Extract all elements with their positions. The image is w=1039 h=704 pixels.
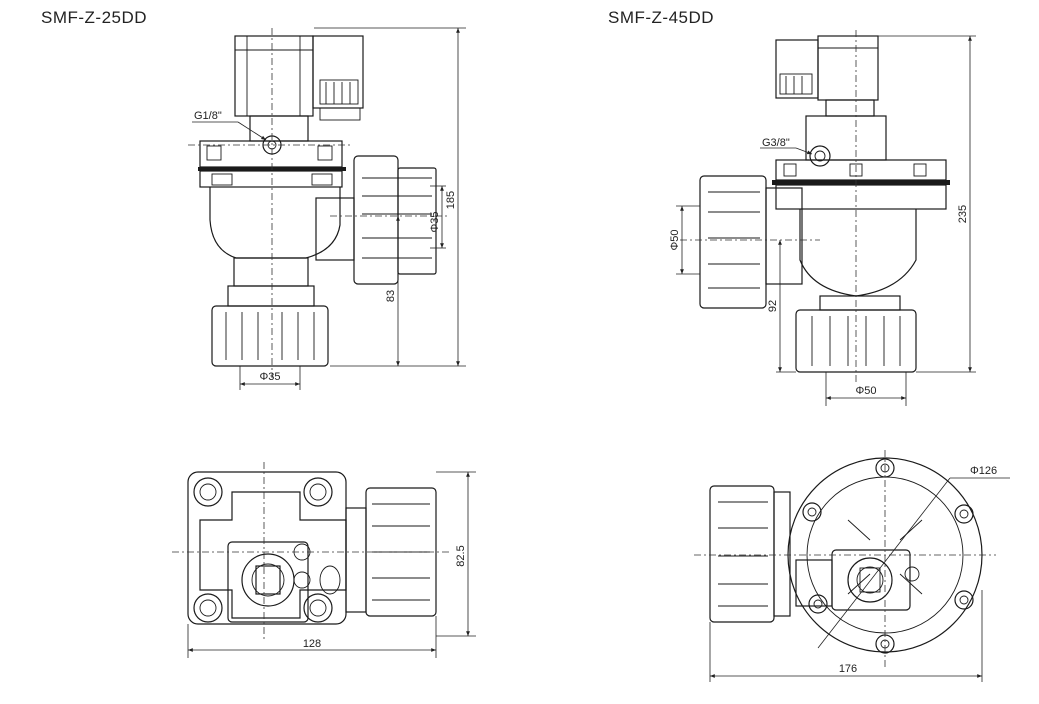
inlet-dia-label-45: Φ50: [855, 385, 876, 397]
outlet-height-label-25: 83: [385, 290, 397, 302]
model-title-25dd: SMF-Z-25DD: [41, 8, 148, 27]
height-label-25: 185: [445, 191, 457, 209]
valve-25dd-front-view: [188, 27, 466, 390]
top-width-label-25: 82.5: [455, 545, 467, 566]
top-length-label-45: 176: [839, 663, 857, 675]
model-title-45dd: SMF-Z-45DD: [608, 8, 715, 27]
valve-25dd-top-view: [172, 462, 476, 658]
height-label-45: 235: [957, 205, 969, 223]
outlet-height-label-45: 92: [767, 300, 779, 312]
flange-dia-label-45: Φ126: [970, 465, 997, 477]
port-label-45: G3/8": [762, 137, 790, 149]
port-label-25: G1/8": [194, 110, 222, 122]
valve-45dd-front-view: [676, 30, 976, 406]
inlet-dia-label-25: Φ35: [259, 371, 280, 383]
valve-45dd-top-view: [694, 450, 1010, 682]
outlet-dia-label-25: Φ35: [429, 211, 441, 232]
top-length-label-25: 128: [303, 638, 321, 650]
outlet-dia-label-45: Φ50: [669, 229, 681, 250]
